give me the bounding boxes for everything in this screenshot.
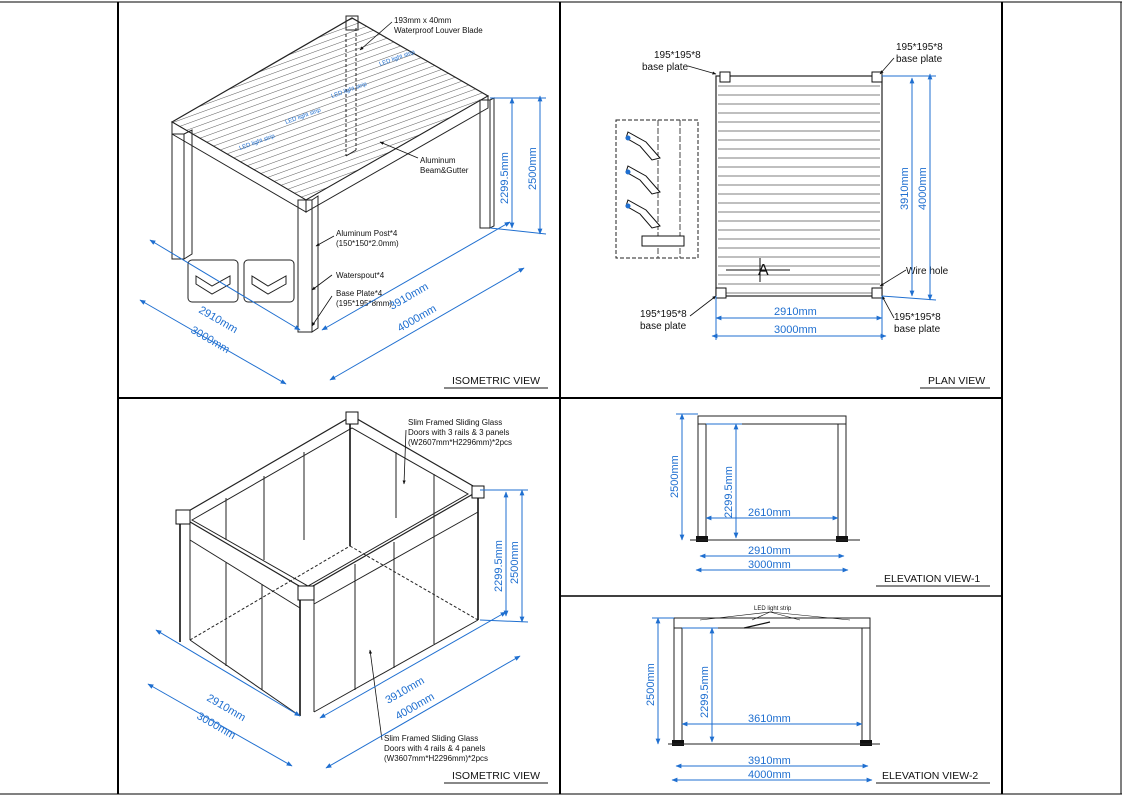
plate-bl-2: base plate — [640, 321, 687, 332]
plate-tl-2: base plate — [642, 62, 689, 73]
plan-slats — [718, 85, 880, 294]
section-label: A — [758, 262, 769, 279]
isometric-view-1: LED light strip LED light strip LED ligh… — [139, 15, 548, 389]
view-title-elev1: ELEVATION VIEW-1 — [884, 573, 980, 585]
elev2-led-label: LED light strip — [754, 606, 792, 612]
roof-top — [170, 17, 490, 213]
plan-dim-3000: 3000mm — [774, 324, 817, 336]
post-label-1: Aluminum Post*4 — [336, 229, 398, 238]
louver-label-1: 193mm x 40mm — [394, 16, 452, 25]
plan-view: A 195*195*8 base plate 195*195*8 base pl… — [615, 42, 990, 389]
view-title-elev2: ELEVATION VIEW-2 — [882, 770, 978, 782]
elev2-dim-2299: 2299.5mm — [699, 666, 711, 718]
beam-label-2: Beam&Gutter — [420, 166, 469, 175]
view-title-plan: PLAN VIEW — [928, 375, 985, 387]
enclosure-frame — [175, 411, 485, 717]
plan-dim-3910: 3910mm — [899, 167, 911, 210]
plan-dim-2910: 2910mm — [774, 306, 817, 318]
louver-label-2: Waterproof Louver Blade — [394, 26, 483, 35]
elev1-dim-2910: 2910mm — [748, 545, 791, 557]
elev1-dimensions: 2500mm 2299.5mm 2610mm 2910mm 3000mm — [669, 413, 849, 573]
plate-bl-1: 195*195*8 — [640, 309, 687, 320]
doors-top-2: Doors with 3 rails & 3 panels — [408, 428, 509, 437]
iso1-title: ISOMETRIC VIEW — [444, 375, 548, 389]
plate-tl-1: 195*195*8 — [654, 50, 701, 61]
elev2-title: ELEVATION VIEW-2 — [876, 770, 990, 784]
plate-br-1: 195*195*8 — [894, 312, 941, 323]
doors-bottom-2: Doors with 4 rails & 4 panels — [384, 744, 485, 753]
doors-top-3: (W2607mm*H2296mm)*2pcs — [408, 438, 512, 447]
elev2-dim-2500: 2500mm — [645, 663, 657, 706]
wire-hole-label: Wire hole — [906, 266, 949, 277]
plan-dim-4000: 4000mm — [917, 167, 929, 210]
glass-panel-mullions — [225, 452, 435, 690]
elev2-dim-3910: 3910mm — [748, 755, 791, 767]
plate-br-2: base plate — [894, 324, 941, 335]
corner-detail-insets — [187, 259, 295, 303]
plate-label-1: Base Plate*4 — [336, 289, 383, 298]
elev1-title: ELEVATION VIEW-1 — [876, 573, 990, 587]
iso2-dim-2500: 2500mm — [509, 541, 521, 584]
view-title-iso1: ISOMETRIC VIEW — [452, 375, 540, 387]
doors-bottom-3: (W3607mm*H2296mm)*2pcs — [384, 754, 488, 763]
elev2-dim-3610: 3610mm — [748, 713, 791, 725]
elev1-dim-2610: 2610mm — [748, 507, 791, 519]
iso2-dimensions: 2910mm 3000mm 3910mm 4000mm 2299.5mm 250… — [147, 489, 529, 769]
spout-label: Waterspout*4 — [336, 271, 385, 280]
iso2-title: ISOMETRIC VIEW — [444, 770, 548, 784]
isometric-view-2: Slim Framed Sliding Glass Doors with 3 r… — [147, 411, 548, 784]
post-label-2: (150*150*2.0mm) — [336, 239, 399, 248]
elev1-dim-2500: 2500mm — [669, 455, 681, 498]
beam-label-1: Aluminum — [420, 156, 456, 165]
elev1-dim-2299: 2299.5mm — [723, 466, 735, 518]
section-detail — [615, 119, 699, 259]
dim-2299: 2299.5mm — [499, 152, 511, 204]
elev2-dimensions: 2500mm 2299.5mm 3610mm 3910mm 4000mm — [645, 617, 873, 783]
iso2-labels: Slim Framed Sliding Glass Doors with 3 r… — [368, 418, 512, 763]
elev1-dim-3000: 3000mm — [748, 559, 791, 571]
dim-2500: 2500mm — [527, 147, 539, 190]
elevation-view-2: LED light strip 2500mm 2299.5mm 3610mm 3… — [645, 606, 990, 784]
section-marker: A — [726, 258, 790, 282]
elevation-view-1: 2500mm 2299.5mm 2610mm 2910mm 3000mm ELE… — [669, 413, 990, 587]
elev2-dim-4000: 4000mm — [748, 769, 791, 781]
plan-title: PLAN VIEW — [920, 375, 990, 389]
doors-bottom-1: Slim Framed Sliding Glass — [384, 734, 478, 743]
iso2-dim-2299: 2299.5mm — [493, 540, 505, 592]
plate-label-2: (195*195*8mm) — [336, 299, 392, 308]
doors-top-1: Slim Framed Sliding Glass — [408, 418, 502, 427]
plate-tr-2: base plate — [896, 54, 943, 65]
led-callout: LED light strip — [699, 606, 851, 629]
plan-dimensions: 2910mm 3000mm 3910mm 4000mm — [711, 73, 937, 340]
view-title-iso2: ISOMETRIC VIEW — [452, 770, 540, 782]
plan-labels: 195*195*8 base plate 195*195*8 base plat… — [640, 42, 949, 335]
plate-tr-1: 195*195*8 — [896, 42, 943, 53]
